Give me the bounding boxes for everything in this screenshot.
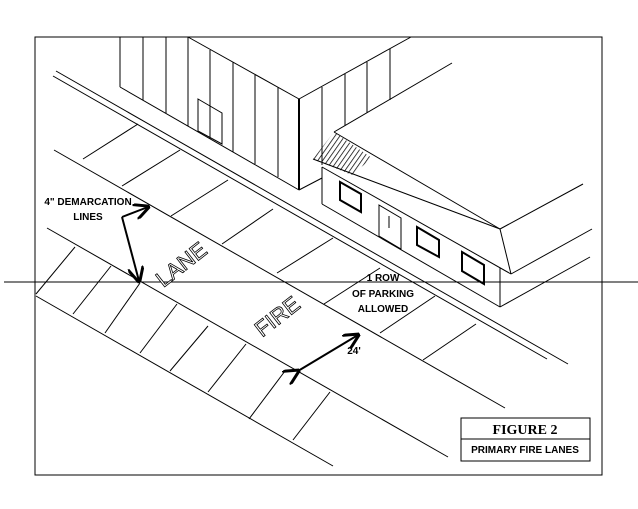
parking-label: 1 ROW (367, 273, 400, 284)
window (416, 225, 440, 259)
door (197, 98, 223, 145)
building-left (119, 36, 453, 191)
width-label: 24' (347, 346, 361, 357)
parking-stalls-lower (35, 246, 331, 441)
width-arrow (298, 335, 358, 371)
building-right (312, 131, 593, 308)
window (461, 250, 485, 286)
drawing-frame (34, 36, 603, 476)
lane-lines (35, 70, 569, 467)
demarcation-arrows (121, 207, 148, 281)
figure-subtitle: PRIMARY FIRE LANES (471, 445, 579, 456)
window (339, 180, 362, 214)
figure-caption-box: FIGURE 2 PRIMARY FIRE LANES (460, 417, 591, 462)
lane-word-lane: LANE (151, 237, 212, 292)
parking-label: ALLOWED (358, 304, 409, 315)
demarcation-label: LINES (73, 212, 103, 223)
parking-label: OF PARKING (352, 289, 414, 300)
parking-stalls-upper (82, 123, 477, 361)
lane-word-fire: FIRE (250, 291, 305, 342)
demarcation-label: 4" DEMARCATION (44, 197, 131, 208)
door (378, 204, 402, 250)
figure-title: FIGURE 2 (493, 423, 558, 438)
